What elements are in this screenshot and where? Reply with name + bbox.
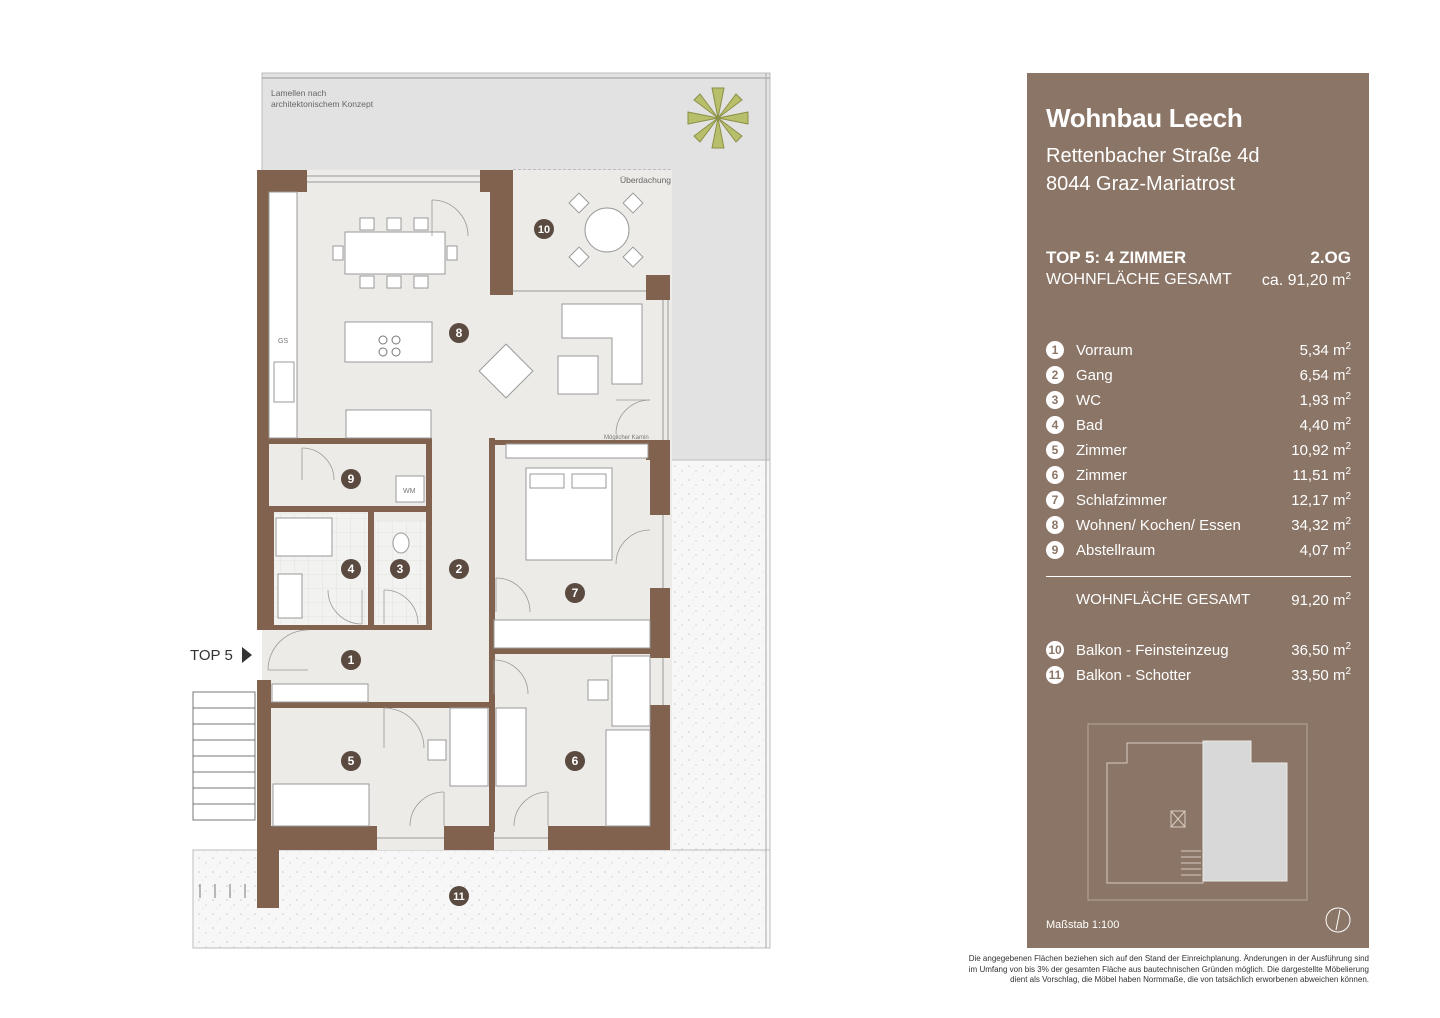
gravel-balcony-bottom (192, 849, 771, 949)
disclaimer-line: dient als Vorschlag, die Möbel haben Nor… (1010, 975, 1369, 984)
room-num-badge: 3 (1046, 391, 1064, 409)
room-num-badge: 2 (1046, 366, 1064, 384)
room-badge-3 (390, 559, 410, 579)
balcony-row: 11 Balkon - Schotter 33,50 m2 (1046, 663, 1351, 687)
room-number-9: 9 (348, 472, 355, 486)
room-name: Vorraum (1076, 341, 1133, 359)
room-badge-7 (565, 583, 585, 603)
room-area: 6,54 m2 (1299, 366, 1351, 384)
total-value: 91,20 m2 (1291, 591, 1351, 609)
room-row: 1 Vorraum 5,34 m2 (1046, 338, 1351, 362)
room-row: 7 Schlafzimmer 12,17 m2 (1046, 488, 1351, 512)
balcony-name: Balkon - Schotter (1076, 666, 1192, 684)
address-city: 8044 Graz-Mariatrost (1046, 173, 1235, 195)
room-badge-5 (341, 751, 361, 771)
disclaimer-line: Die angegebenen Flächen beziehen sich au… (968, 954, 1369, 963)
room-number-6: 6 (572, 754, 579, 768)
room-row: 9 Abstellraum 4,07 m2 (1046, 538, 1351, 562)
room-number-1: 1 (348, 653, 355, 667)
room-area: 4,40 m2 (1299, 416, 1351, 434)
room-name: Schlafzimmer (1076, 491, 1167, 509)
room-num-badge: 6 (1046, 466, 1064, 484)
balcony-row: 10 Balkon - Feinsteinzeug 36,50 m2 (1046, 638, 1351, 662)
room-name: Zimmer (1076, 466, 1127, 484)
unit-area-line: WOHNFLÄCHE GESAMT ca. 91,20 m2 (1046, 271, 1351, 290)
lamellen-note: Lamellen nach (271, 88, 327, 98)
room-area: 10,92 m2 (1291, 441, 1351, 459)
room-area: 1,93 m2 (1299, 391, 1351, 409)
room-number-11: 11 (453, 891, 465, 903)
balcony-name: Balkon - Feinsteinzeug (1076, 641, 1229, 659)
walls (257, 170, 670, 908)
room-badge-2 (449, 559, 469, 579)
address-street: Rettenbacher Straße 4d (1046, 145, 1260, 167)
room-number-4: 4 (348, 562, 355, 576)
unit-area-label: WOHNFLÄCHE GESAMT (1046, 271, 1232, 288)
ueberdachung-label: Überdachung (620, 175, 671, 185)
room-name: WC (1076, 391, 1101, 409)
room-number-10: 10 (538, 224, 550, 236)
balcony-num-badge: 10 (1046, 641, 1064, 659)
disclaimer-line: im Umfang von bis 3% der gesamten Fläche… (968, 964, 1369, 974)
entrance-label: TOP 5 (190, 647, 233, 664)
total-label: WOHNFLÄCHE GESAMT (1076, 591, 1251, 608)
unit-area-value: ca. 91,20 m2 (1261, 271, 1351, 289)
room-name: Abstellraum (1076, 541, 1156, 559)
balcony-area: 33,50 m2 (1291, 666, 1351, 684)
room-row: 3 WC 1,93 m2 (1046, 388, 1351, 412)
room-number-8: 8 (456, 326, 463, 340)
info-panel: Wohnbau Leech Rettenbacher Straße 4d 804… (1027, 73, 1369, 948)
room-number-3: 3 (397, 562, 404, 576)
room-name: Wohnen/ Kochen/ Essen (1076, 516, 1241, 534)
disclaimer: Die angegebenen Flächen beziehen sich au… (960, 954, 1369, 986)
room-row: 6 Zimmer 11,51 m2 (1046, 463, 1351, 487)
room-area: 12,17 m2 (1291, 491, 1351, 509)
room-name: Zimmer (1076, 441, 1127, 459)
room-row: 2 Gang 6,54 m2 (1046, 363, 1351, 387)
divider (1046, 576, 1351, 577)
room-number-7: 7 (572, 586, 579, 600)
room-num-badge: 9 (1046, 541, 1064, 559)
room-num-badge: 8 (1046, 516, 1064, 534)
unit-floor: 2.OG (1310, 248, 1351, 267)
room-badge-8 (449, 323, 469, 343)
room-row: 8 Wohnen/ Kochen/ Essen 34,32 m2 (1046, 513, 1351, 537)
room-name: Bad (1076, 416, 1103, 434)
room-area: 34,32 m2 (1291, 516, 1351, 534)
plant-icon (687, 87, 749, 149)
room-badge-10 (534, 219, 554, 239)
room-badge-11 (449, 886, 469, 906)
balcony-area: 36,50 m2 (1291, 641, 1351, 659)
floor-plan: Lamellen nach architektonischem Konzept … (190, 72, 771, 949)
room-name: Gang (1076, 366, 1113, 384)
key-plan (1087, 723, 1308, 901)
total-row: WOHNFLÄCHE GESAMT 91,20 m2 (1076, 591, 1351, 609)
scale-label: Maßstab 1:100 (1046, 919, 1120, 931)
north-arrow-icon (1325, 907, 1351, 933)
room-number-2: 2 (456, 562, 463, 576)
room-badge-6 (565, 751, 585, 771)
room-badge-9 (341, 469, 361, 489)
room-num-badge: 4 (1046, 416, 1064, 434)
room-badge-4 (341, 559, 361, 579)
unit-header: TOP 5: 4 ZIMMER 2.OG (1046, 248, 1351, 268)
kamin-label: Möglicher Kamin (604, 435, 649, 441)
room-row: 4 Bad 4,40 m2 (1046, 413, 1351, 437)
room-num-badge: 1 (1046, 341, 1064, 359)
entrance-arrow-icon (242, 647, 252, 663)
gs-label: GS (278, 338, 288, 345)
wm-label: WM (403, 488, 416, 495)
room-badge-1 (341, 650, 361, 670)
room-area: 5,34 m2 (1299, 341, 1351, 359)
room-area: 11,51 m2 (1292, 466, 1351, 484)
room-num-badge: 7 (1046, 491, 1064, 509)
room-area: 4,07 m2 (1299, 541, 1351, 559)
lamellen-note-2: architektonischem Konzept (271, 99, 374, 109)
unit-name: TOP 5: 4 ZIMMER (1046, 248, 1187, 267)
room-number-5: 5 (348, 754, 355, 768)
project-title: Wohnbau Leech (1046, 103, 1243, 133)
balcony-num-badge: 11 (1046, 666, 1064, 684)
room-row: 5 Zimmer 10,92 m2 (1046, 438, 1351, 462)
room-num-badge: 5 (1046, 441, 1064, 459)
